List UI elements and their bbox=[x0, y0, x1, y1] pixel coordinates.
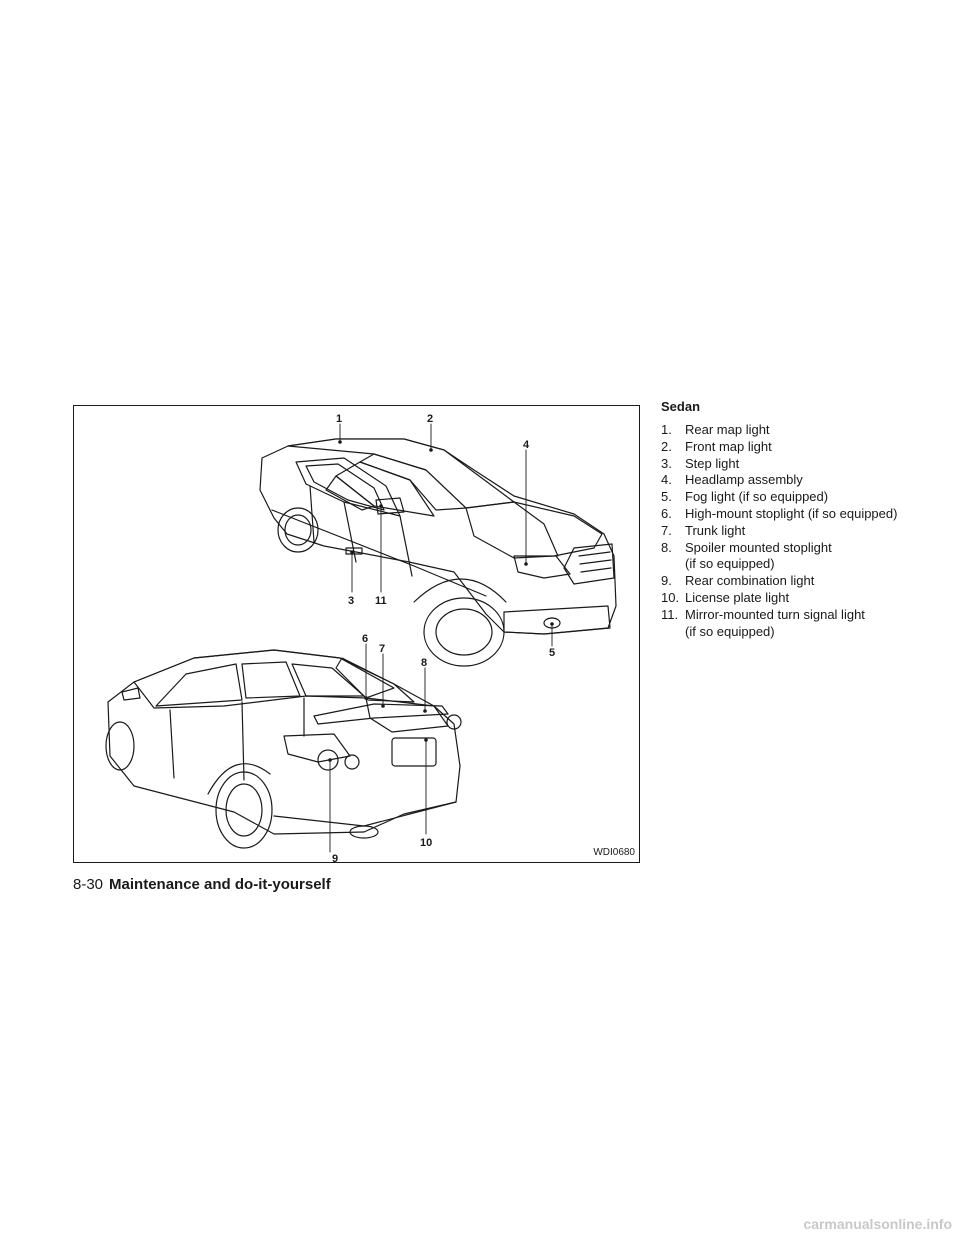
legend-item: 5. Fog light (if so equipped) bbox=[661, 489, 951, 506]
legend-item: 9. Rear combination light bbox=[661, 573, 951, 590]
callout-9: 9 bbox=[332, 853, 338, 864]
legend-item-text: Spoiler mounted stoplight bbox=[685, 539, 832, 555]
legend-item-number: 1. bbox=[661, 422, 672, 437]
vehicle-lights-illustration: 1 2 4 5 3 11 6 7 8 9 10 WDI0680 bbox=[73, 405, 640, 864]
car-line-drawing: 1 2 4 5 3 11 6 7 8 9 10 bbox=[105, 413, 617, 864]
rear-car-drawing bbox=[105, 649, 462, 849]
page-footer: 8-30 Maintenance and do-it-yourself bbox=[73, 876, 331, 893]
legend-item-number bbox=[661, 624, 685, 641]
callout-4: 4 bbox=[523, 439, 530, 451]
legend-item-number bbox=[661, 556, 685, 573]
legend-item-text: Step light bbox=[685, 455, 740, 471]
legend-item-text: Front map light bbox=[685, 438, 772, 454]
legend-item-text: Mirror-mounted turn signal light bbox=[685, 606, 865, 622]
legend-list: 1. Rear map light 2. Front map light 3. Step … bbox=[661, 422, 951, 640]
figure-code: WDI0680 bbox=[593, 847, 635, 858]
legend-item: 8. Spoiler mounted stoplight bbox=[661, 540, 951, 557]
callout-8: 8 bbox=[421, 657, 427, 669]
section-title: Maintenance and do-it-yourself bbox=[109, 876, 331, 893]
page-number: 8-30 bbox=[73, 876, 104, 893]
callout-1: 1 bbox=[336, 413, 342, 425]
legend-item-number: 3. bbox=[661, 455, 672, 471]
legend-item-text: Fog light (if so equipped) bbox=[685, 489, 829, 505]
callout-11: 11 bbox=[375, 595, 387, 607]
legend-item-text: Rear combination light bbox=[685, 573, 815, 589]
legend-item: (if so equipped) bbox=[661, 624, 951, 641]
callout-leaders bbox=[329, 423, 553, 853]
legend-item-number: 5. bbox=[661, 489, 672, 505]
legend-item-number: 9. bbox=[661, 573, 672, 589]
legend-item: 4. Headlamp assembly bbox=[661, 472, 951, 489]
legend-item: 6. High-mount stoplight (if so equipped) bbox=[661, 506, 951, 523]
lights-legend: Sedan 1. Rear map light 2. Front map light 3… bbox=[661, 399, 951, 640]
legend-heading: Sedan bbox=[661, 399, 701, 414]
legend-item: 10. License plate light bbox=[661, 590, 951, 607]
callout-6: 6 bbox=[362, 633, 368, 645]
callout-5: 5 bbox=[549, 647, 555, 659]
legend-item-text: High-mount stoplight (if so equipped) bbox=[685, 505, 898, 521]
callout-10: 10 bbox=[420, 837, 432, 849]
legend-item-number: 11. bbox=[661, 606, 679, 622]
legend-item: (if so equipped) bbox=[661, 556, 951, 573]
callout-dots bbox=[328, 440, 554, 762]
site-watermark: carmanualsonline.info bbox=[803, 1216, 952, 1232]
callout-3: 3 bbox=[348, 595, 354, 607]
legend-item-number: 8. bbox=[661, 539, 672, 555]
legend-item-text: Headlamp assembly bbox=[685, 472, 803, 488]
legend-item: 2. Front map light bbox=[661, 439, 951, 456]
legend-item-number: 2. bbox=[661, 438, 672, 454]
legend-item: 3. Step light bbox=[661, 456, 951, 473]
legend-item-number: 4. bbox=[661, 472, 672, 488]
legend-item: 1. Rear map light bbox=[661, 422, 951, 439]
legend-item: 7. Trunk light bbox=[661, 523, 951, 540]
legend-item-text: Rear map light bbox=[685, 422, 770, 437]
legend-item-number: 7. bbox=[661, 522, 672, 538]
legend-item-text: License plate light bbox=[685, 589, 790, 605]
legend-item: 11. Mirror-mounted turn signal light bbox=[661, 607, 951, 624]
legend-item-text: Trunk light bbox=[685, 522, 746, 538]
legend-item-text: (if so equipped) bbox=[685, 623, 775, 639]
legend-item-number: 10. bbox=[661, 589, 680, 605]
legend-item-number: 6. bbox=[661, 505, 672, 521]
callout-2: 2 bbox=[427, 413, 433, 425]
callout-7: 7 bbox=[379, 643, 385, 655]
legend-item-text: (if so equipped) bbox=[685, 556, 775, 572]
front-car-drawing bbox=[259, 438, 617, 667]
